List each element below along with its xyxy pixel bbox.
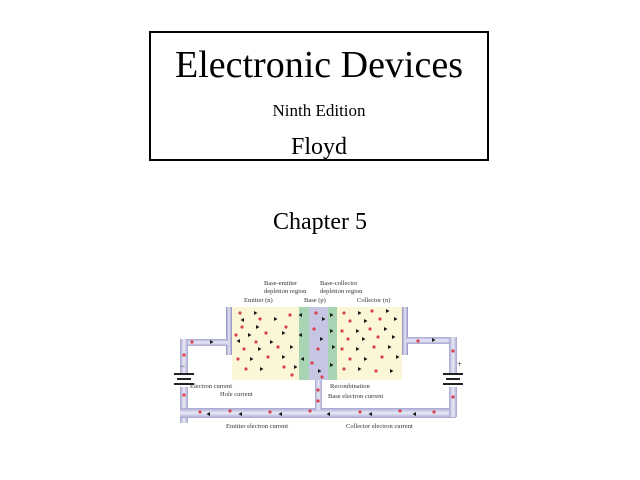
base-emitter-depletion-region: [299, 307, 309, 380]
label-collector-electron-current: Collector electron current: [346, 423, 413, 430]
label-emitter: Emitter (n): [244, 297, 273, 304]
label-hole-current: Hole current: [220, 391, 253, 398]
label-base-electron-current: Base electron current: [328, 393, 384, 400]
label-base-collector-2: depletion region: [320, 288, 363, 295]
wire-base: [315, 380, 322, 410]
label-emitter-electron-current: Emitter electron current: [226, 423, 289, 430]
positive-sign: +: [457, 359, 463, 369]
book-author: Floyd: [290, 134, 347, 160]
book-title: Electronic Devices: [174, 44, 464, 86]
negative-sign: −: [180, 361, 186, 371]
title-block: Electronic Devices Ninth Edition Floyd: [149, 31, 489, 161]
label-collector: Collector (n): [357, 297, 391, 304]
emitter-battery-icon: [174, 373, 194, 387]
chapter-heading: Chapter 5: [273, 209, 367, 235]
label-base-emitter-2: depletion region: [264, 288, 307, 295]
label-base-emitter-1: Base-emitter: [264, 280, 298, 287]
charge-carriers: [182, 309, 455, 416]
label-recombination: Recombination: [330, 383, 370, 390]
base-collector-depletion-region: [328, 307, 337, 380]
emitter-terminal: [226, 307, 232, 355]
label-electron-current: Electron current: [190, 383, 233, 390]
wire-emitter-top: [180, 339, 228, 346]
book-edition: Ninth Edition: [272, 101, 366, 120]
label-base: Base (p): [304, 297, 326, 304]
label-base-collector-1: Base-collector: [320, 280, 358, 287]
wire-collector-top: [406, 337, 456, 344]
collector-region: [337, 307, 402, 380]
collector-battery-icon: [443, 373, 463, 387]
wire-bottom: [180, 408, 456, 418]
base-region: [309, 307, 328, 380]
bjt-operation-diagram: Base-emitter depletion region Base-colle…: [170, 275, 470, 435]
collector-terminal: [402, 307, 408, 355]
